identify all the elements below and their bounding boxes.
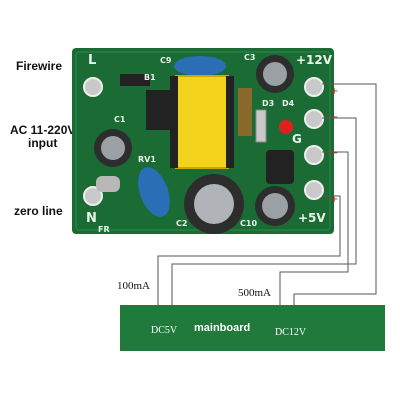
terminal-l-pad [83,77,103,97]
polarity-3: − [330,148,338,159]
silk-n: N [86,211,97,226]
ic-chip [146,90,172,130]
out-pad-5v [304,180,324,200]
silk-12v: +12V [296,53,333,67]
transformer [175,75,229,169]
firewire-label: Firewire [16,59,63,73]
wire-5v [157,195,341,315]
out-pad-12v [304,77,324,97]
silk-fr: FR [98,225,110,234]
polarity-4: + [330,194,338,205]
rv1-varistor [138,167,170,217]
silk-rv1: RV1 [138,155,156,164]
fuse [96,176,120,192]
silk-5v: +5V [298,211,326,225]
dc12v-label: DC12V [275,327,307,338]
silk-l: L [88,53,96,68]
terminal-n-pad [83,186,103,206]
ac-input-line1: AC 11-220V [10,123,76,137]
silk-g: G [292,132,302,146]
ac-input-label: AC 11-220V input [10,124,75,150]
silk-d3: D3 [262,99,274,108]
led-indicator [279,120,293,134]
regulator [266,150,294,184]
mainboard-title: mainboard [194,322,251,334]
current-12v-label: 500mA [238,287,271,299]
ac-input-line2: input [28,136,58,150]
current-5v-label: 100mA [117,280,150,292]
out-pad-gnd2 [304,145,324,165]
silk-c9: C9 [160,56,172,65]
wire-gnd-1 [171,117,357,315]
silk-d4: D4 [282,99,295,108]
diode [255,109,267,143]
silk-b1: B1 [144,73,156,82]
silk-c2: C2 [176,219,187,228]
silk-c3: C3 [244,53,255,62]
polarity-1: + [330,86,338,97]
silk-c10: C10 [240,219,257,228]
mainboard [120,305,385,351]
silk-c1: C1 [114,115,126,124]
wire-12v [293,83,377,315]
wire-gnd-2 [279,151,349,315]
dc5v-label: DC5V [151,325,178,336]
out-pad-gnd1 [304,109,324,129]
zero-line-label: zero line [14,204,63,218]
c9-capacitor [174,56,226,76]
